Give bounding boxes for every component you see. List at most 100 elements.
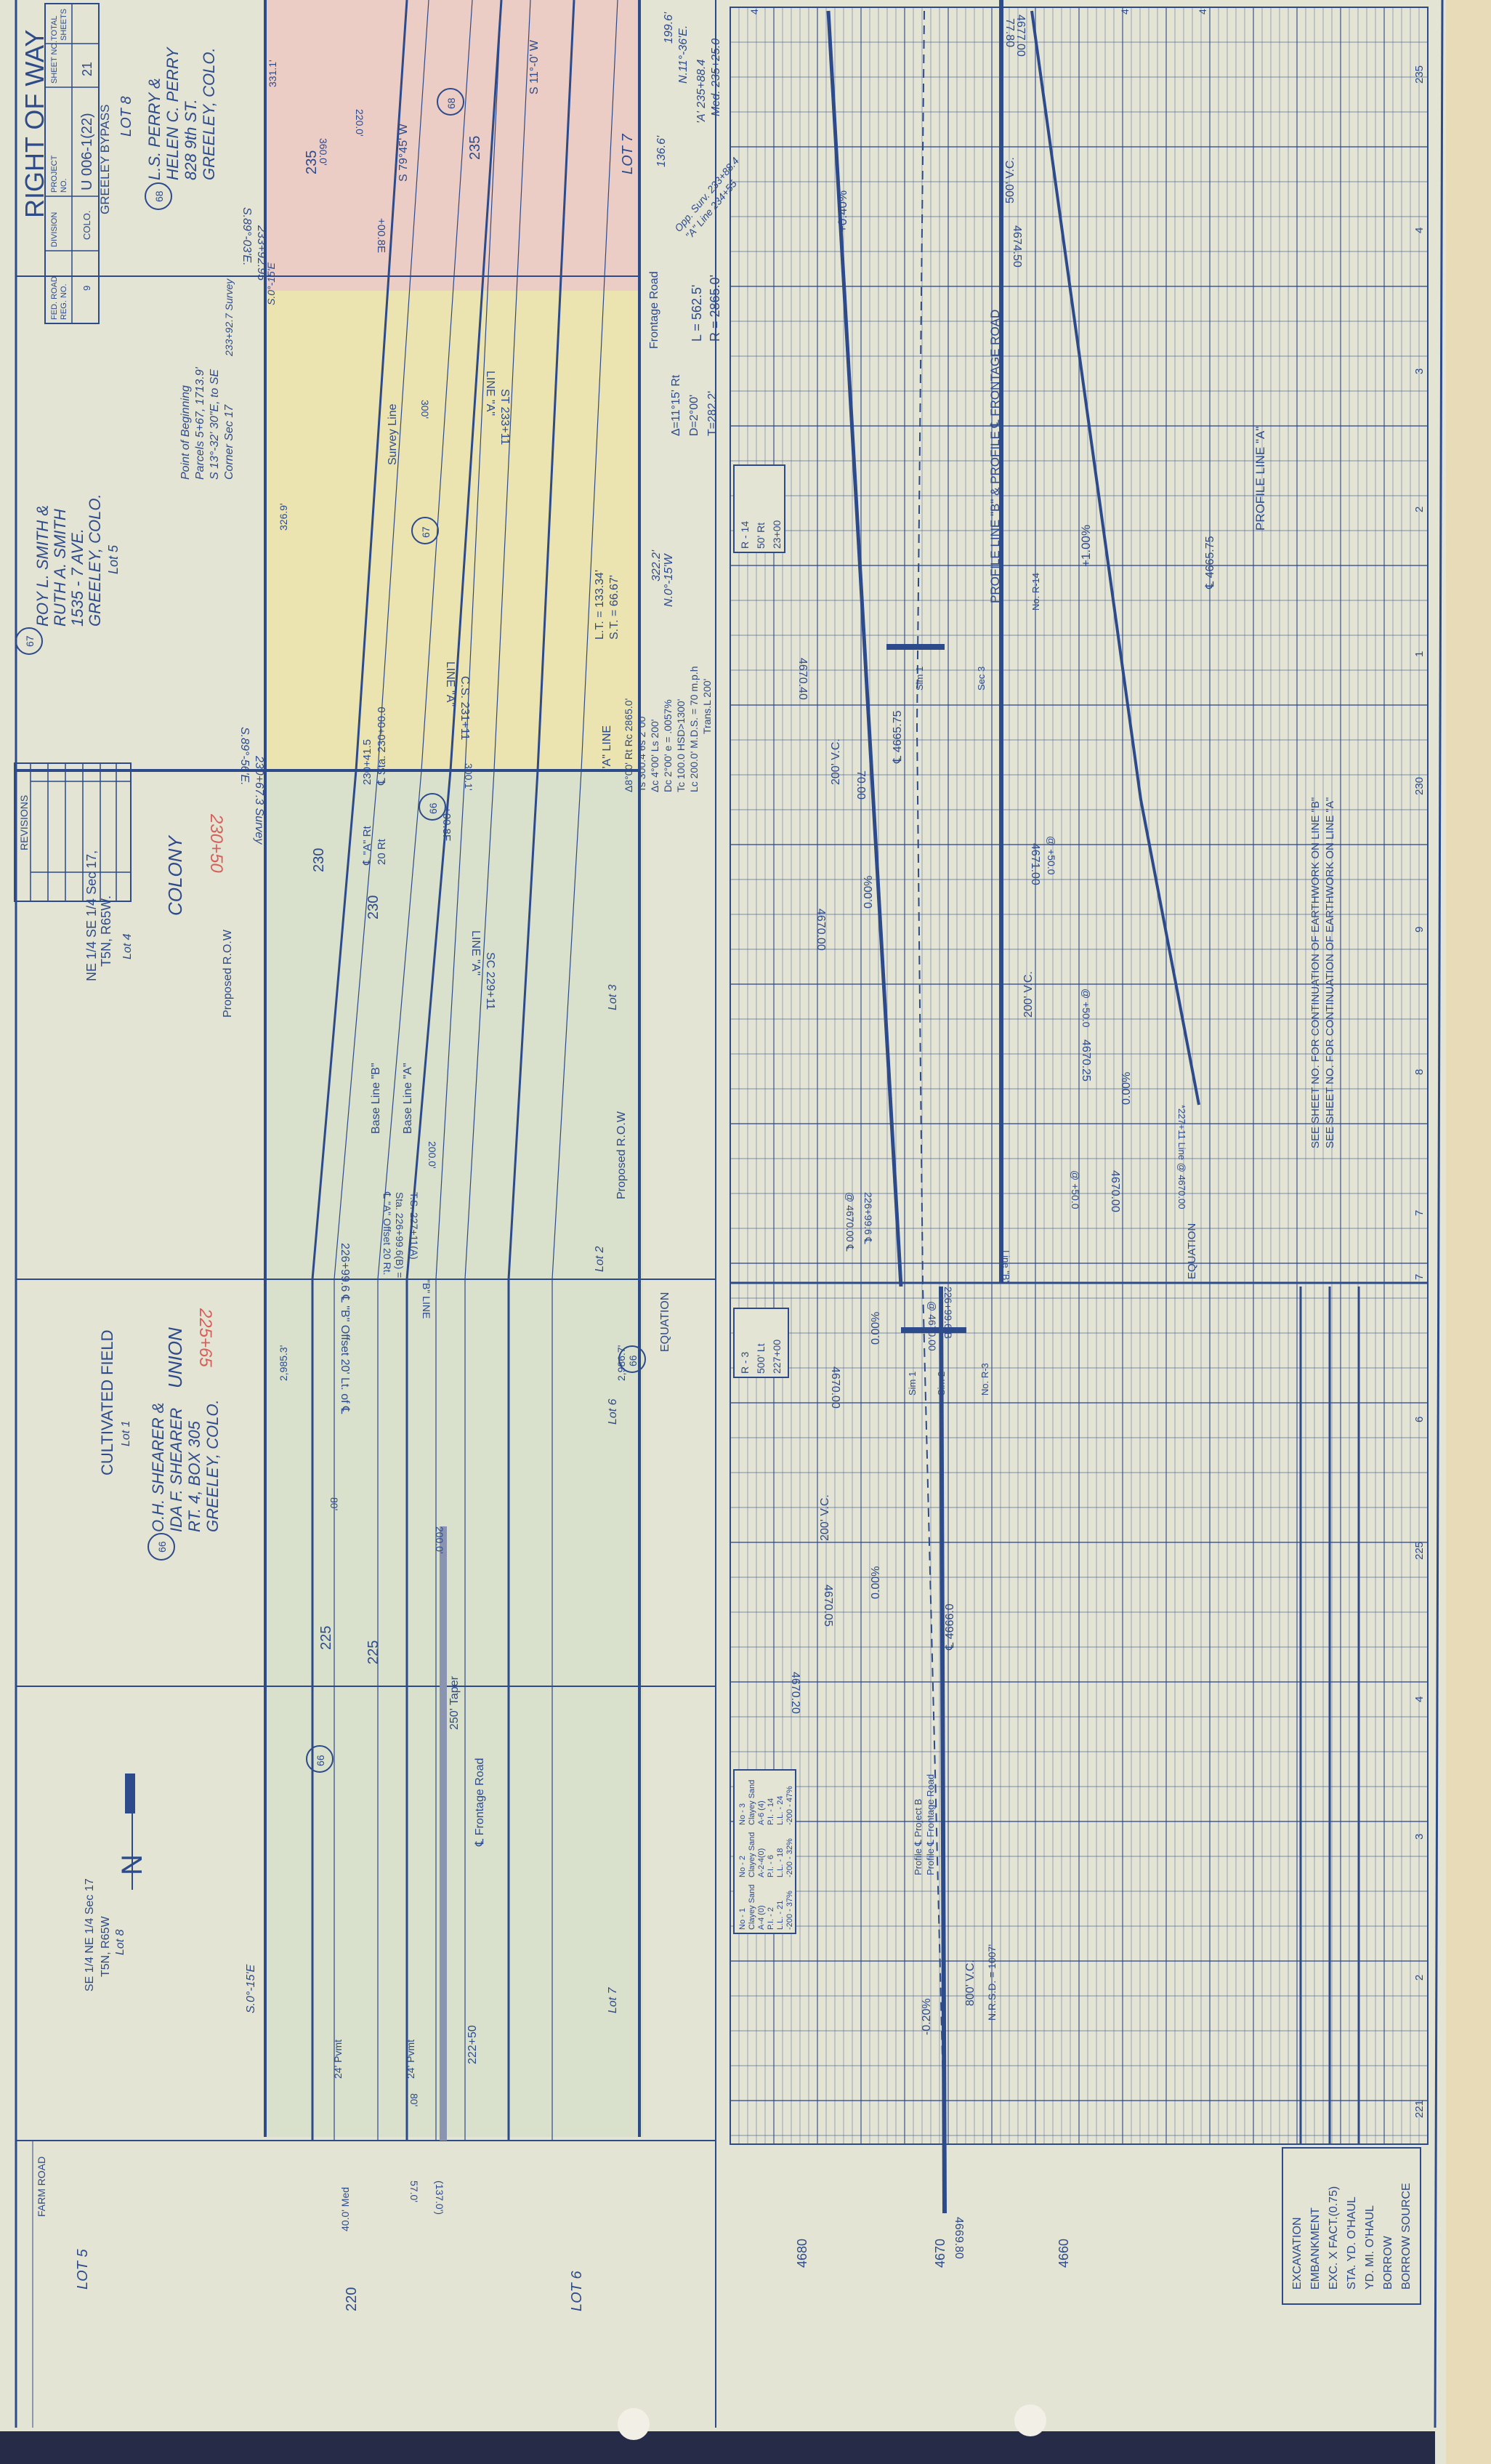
parcel-66-number: 66 — [156, 1541, 168, 1553]
roadway-line — [464, 0, 531, 2141]
elev-4669-80: 4669.80 — [953, 2217, 965, 2259]
elev-4670-05: 4670.05 — [822, 1585, 834, 1627]
no-r14: No. R-14 — [1030, 573, 1041, 611]
profile-frontage-road — [939, 1286, 947, 2214]
dim-137: (137.0') — [434, 2181, 445, 2215]
elev-77-80: 77.80 — [1003, 18, 1016, 47]
grade-0-00-3: 0.00% — [1120, 1072, 1133, 1105]
legal-desc-se-ne: SE 1/4 NE 1/4 Sec 17 — [84, 1878, 96, 1992]
station-axis-label: 3 — [1413, 369, 1426, 374]
station-axis-label: 7 — [1413, 1274, 1426, 1280]
distance-322-2: 322.2' — [650, 549, 663, 581]
dim-2986-7: 2,986.7' — [615, 1345, 627, 1381]
farm-road-label: FARM ROAD — [36, 2157, 47, 2217]
owner-68-lot: LOT 8 — [118, 96, 134, 137]
soil-table-cell: P.I. - 14 — [767, 1798, 775, 1825]
earthwork-legend-row: STA. YD. O'HAUL — [1346, 2197, 1358, 2290]
parcel-68: 68 — [445, 97, 457, 109]
taper-label: 250' Taper — [448, 1675, 461, 1730]
value-sheet-no: 21 — [80, 62, 94, 76]
value-fed-road: 9 — [81, 286, 92, 291]
paper-edge — [1446, 0, 1491, 2464]
elev-4670-at: @ 4670.00 — [926, 1301, 938, 1351]
station-222-50: 222+50 — [466, 2025, 479, 2064]
earthwork-legend-row: EXCAVATION — [1291, 2217, 1304, 2290]
proposed-row-label-2: Proposed R.O.W — [615, 1111, 628, 1199]
see-sheet-line-a: SEE SHEET NO. FOR CONTINUATION OF EARTHW… — [1324, 797, 1336, 1148]
plus-50-3: @ +50.0 — [1070, 1170, 1081, 1209]
profile-project-b: Profile ℄ Project B — [913, 1799, 924, 1875]
long-tangent: L.T. = 133.34' — [594, 570, 606, 640]
soil-table-cell: A-2-4(0) — [757, 1848, 766, 1877]
bearing-s89-03e: S.89°-03'E. — [241, 207, 253, 266]
dim-220: 220.0' — [354, 109, 365, 137]
cultivated-field-label: CULTIVATED FIELD — [98, 1330, 116, 1475]
equation-station-2: T.S. 227+11(A) — [408, 1192, 420, 1260]
station-230: 230 — [311, 848, 327, 872]
header-line: REG. NO. — [60, 283, 68, 320]
r3-offset: 500' Lt — [755, 1343, 767, 1374]
r14-offset: 50' Rt — [755, 523, 767, 549]
owner-67-line: GREELEY, COLO. — [86, 494, 104, 627]
dim-2985-3: 2,985.3' — [278, 1345, 289, 1381]
vc-200: 200' V.C. — [830, 738, 842, 785]
curve-a-data: Dc 2°00' e = .0057% — [662, 699, 674, 792]
sta-227-11-line: *227+11 Line @ 4670.00 — [1176, 1105, 1187, 1209]
parcel-number-circle — [306, 1745, 334, 1773]
revisions-label: REVISIONS — [18, 795, 30, 850]
curve-a-data: Lc 200.0' M.D.S. = 70 m.p.h — [688, 667, 700, 792]
value-division: COLO. — [81, 211, 92, 240]
parcel-67-shading — [265, 291, 639, 770]
grade-plus-1-00: +1.00% — [1079, 525, 1093, 567]
bearing-s79-45w: S 79°45' W — [397, 123, 410, 182]
elev-4665-75-2: ℄ 4665.75 — [1204, 536, 1216, 589]
parcel-67: 67 — [420, 526, 432, 538]
profile-grade-line-b — [1030, 10, 1200, 1106]
a-line-curve-title: "A" LINE — [601, 725, 613, 770]
project-name: GREELEY BYPASS — [98, 105, 112, 215]
roadway-line — [551, 0, 618, 2141]
station-axis-label: 3 — [1413, 1834, 1426, 1840]
colony-label: COLONY — [164, 835, 186, 916]
no-r3: No. R-3 — [979, 1363, 990, 1396]
dim-200-2: 200.0' — [427, 1141, 438, 1169]
vc-200-2: 200' V.C. — [819, 1494, 831, 1541]
soil-table-cell: P.I. - 2 — [767, 1907, 775, 1930]
header-sheet-no: SHEET NO. — [50, 41, 59, 84]
soil-table-cell: L.L. - 21 — [776, 1901, 785, 1930]
curve-delta: Δ=11°15' Rt — [670, 374, 682, 436]
dim-326-9: 326.9' — [278, 503, 289, 531]
roadway-line — [435, 0, 502, 2141]
elev-4670-40: 4670.40 — [796, 658, 809, 700]
header-line: TOTAL — [50, 16, 59, 41]
header-fed-road: FED. ROADREG. NO. — [50, 276, 68, 320]
soil-table — [733, 1769, 796, 1934]
curve-a-data: Δ8°00' Rt Rc 2865.0' — [623, 698, 634, 792]
point-of-beginning: S 13°-32' 30"E, to SE — [209, 369, 221, 480]
owner-66-line: O.H. SHEARER & — [149, 1403, 167, 1532]
a-rt-label: ℄ "A" Rt — [361, 826, 373, 866]
lot-4-label: Lot 4 — [121, 933, 134, 959]
line-a-label: LINE "A" — [484, 371, 496, 416]
soil-table-cell: P.I. - 6 — [767, 1855, 775, 1877]
equation-station: Sta. 226+99.6(B) = — [394, 1192, 405, 1278]
curve-a-data: Tc 100.0 HSD>1300' — [675, 699, 687, 792]
owner-67-line: 1535 - 7 AVE. — [68, 528, 86, 627]
bearing-n11-36e: N.11°-36'E. — [677, 25, 690, 84]
value-project-no: U 006-1(22) — [79, 113, 95, 190]
dim-80-2: 80' — [408, 2093, 420, 2106]
station-235: 235 — [304, 150, 320, 174]
lot-6b-label: Lot 6 — [607, 1398, 619, 1425]
short-tangent: S.T. = 66.67' — [608, 575, 621, 640]
grade-0-00-4: 0.00% — [870, 1566, 882, 1599]
station-axis-label: 1 — [1413, 651, 1426, 657]
lot-6-label: LOT 6 — [569, 2271, 585, 2311]
legal-desc-ne-se: NE 1/4 SE 1/4 Sec 17, — [84, 850, 99, 981]
owner-68-line: 828 9th ST. — [182, 99, 200, 180]
station-axis-label: 8 — [1413, 1069, 1426, 1075]
point-of-beginning: Corner Sec 17 — [223, 404, 235, 480]
elev-axis-top: 4 — [1197, 9, 1208, 15]
elev-axis-top: 4 — [748, 9, 760, 15]
dim-331-1: 331.1' — [267, 60, 278, 87]
earthwork-legend — [1282, 2147, 1421, 2305]
